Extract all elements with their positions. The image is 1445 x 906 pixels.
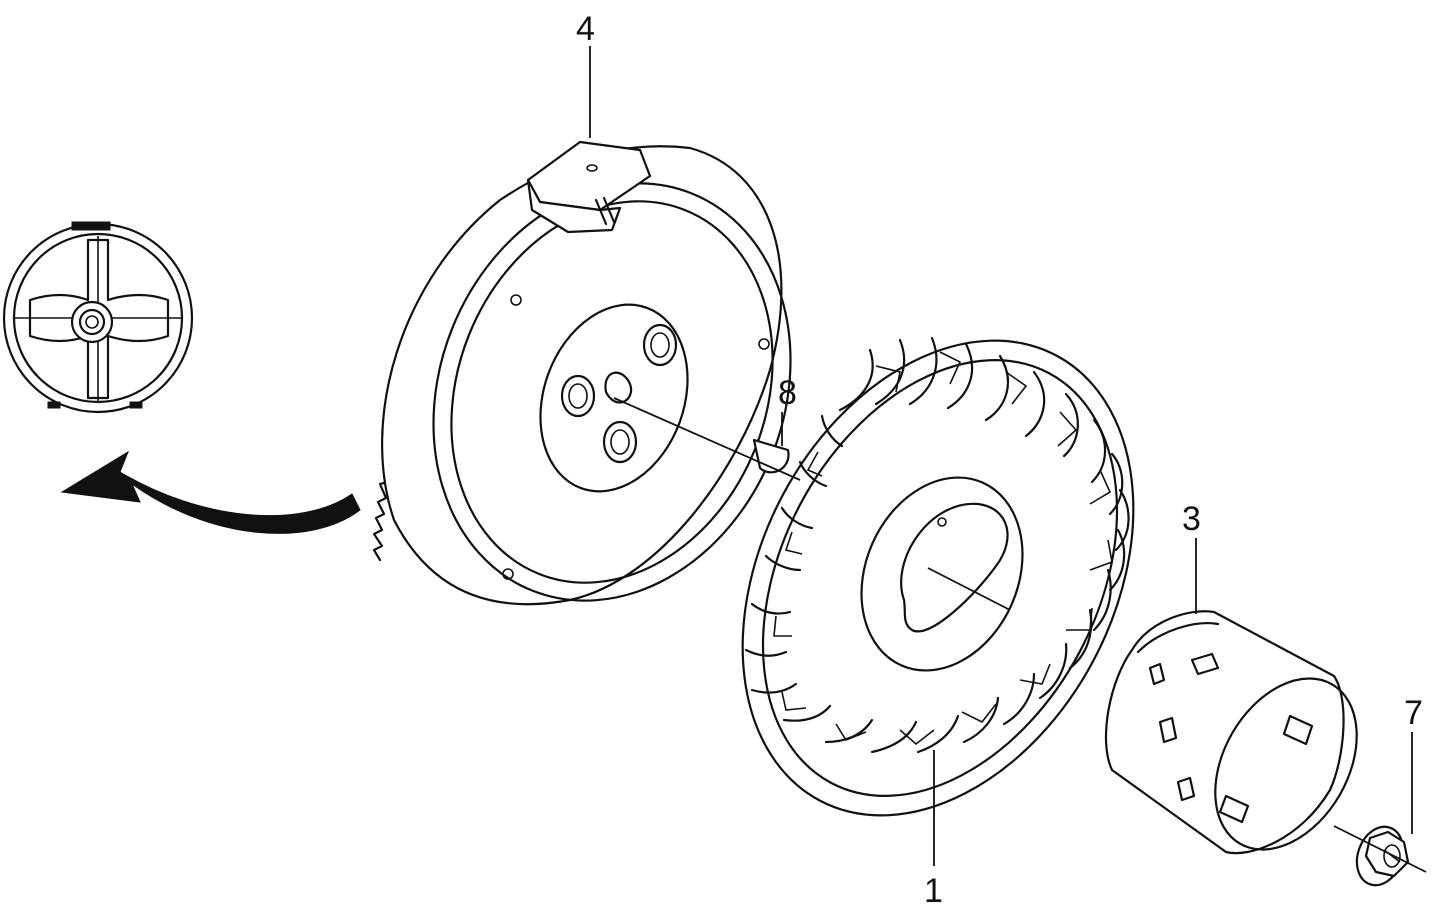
callout-label-1: 1 xyxy=(924,872,943,906)
callout-7: 7 xyxy=(1404,694,1423,834)
callout-label-3: 3 xyxy=(1182,500,1201,538)
flange-nut xyxy=(1355,825,1410,887)
curved-arrow xyxy=(60,450,361,534)
cooling-fan xyxy=(741,336,1135,817)
callout-4: 4 xyxy=(576,10,595,138)
starter-cup xyxy=(1104,610,1358,855)
assembly-axis-line xyxy=(613,397,1427,873)
callout-label-7: 7 xyxy=(1404,694,1423,732)
flywheel-rear-view-inset xyxy=(2,221,194,414)
callout-8: 8 xyxy=(778,374,797,446)
callout-3: 3 xyxy=(1182,500,1201,614)
callout-label-4: 4 xyxy=(576,10,595,48)
callout-1: 1 xyxy=(924,750,943,906)
callout-label-8: 8 xyxy=(778,374,797,412)
